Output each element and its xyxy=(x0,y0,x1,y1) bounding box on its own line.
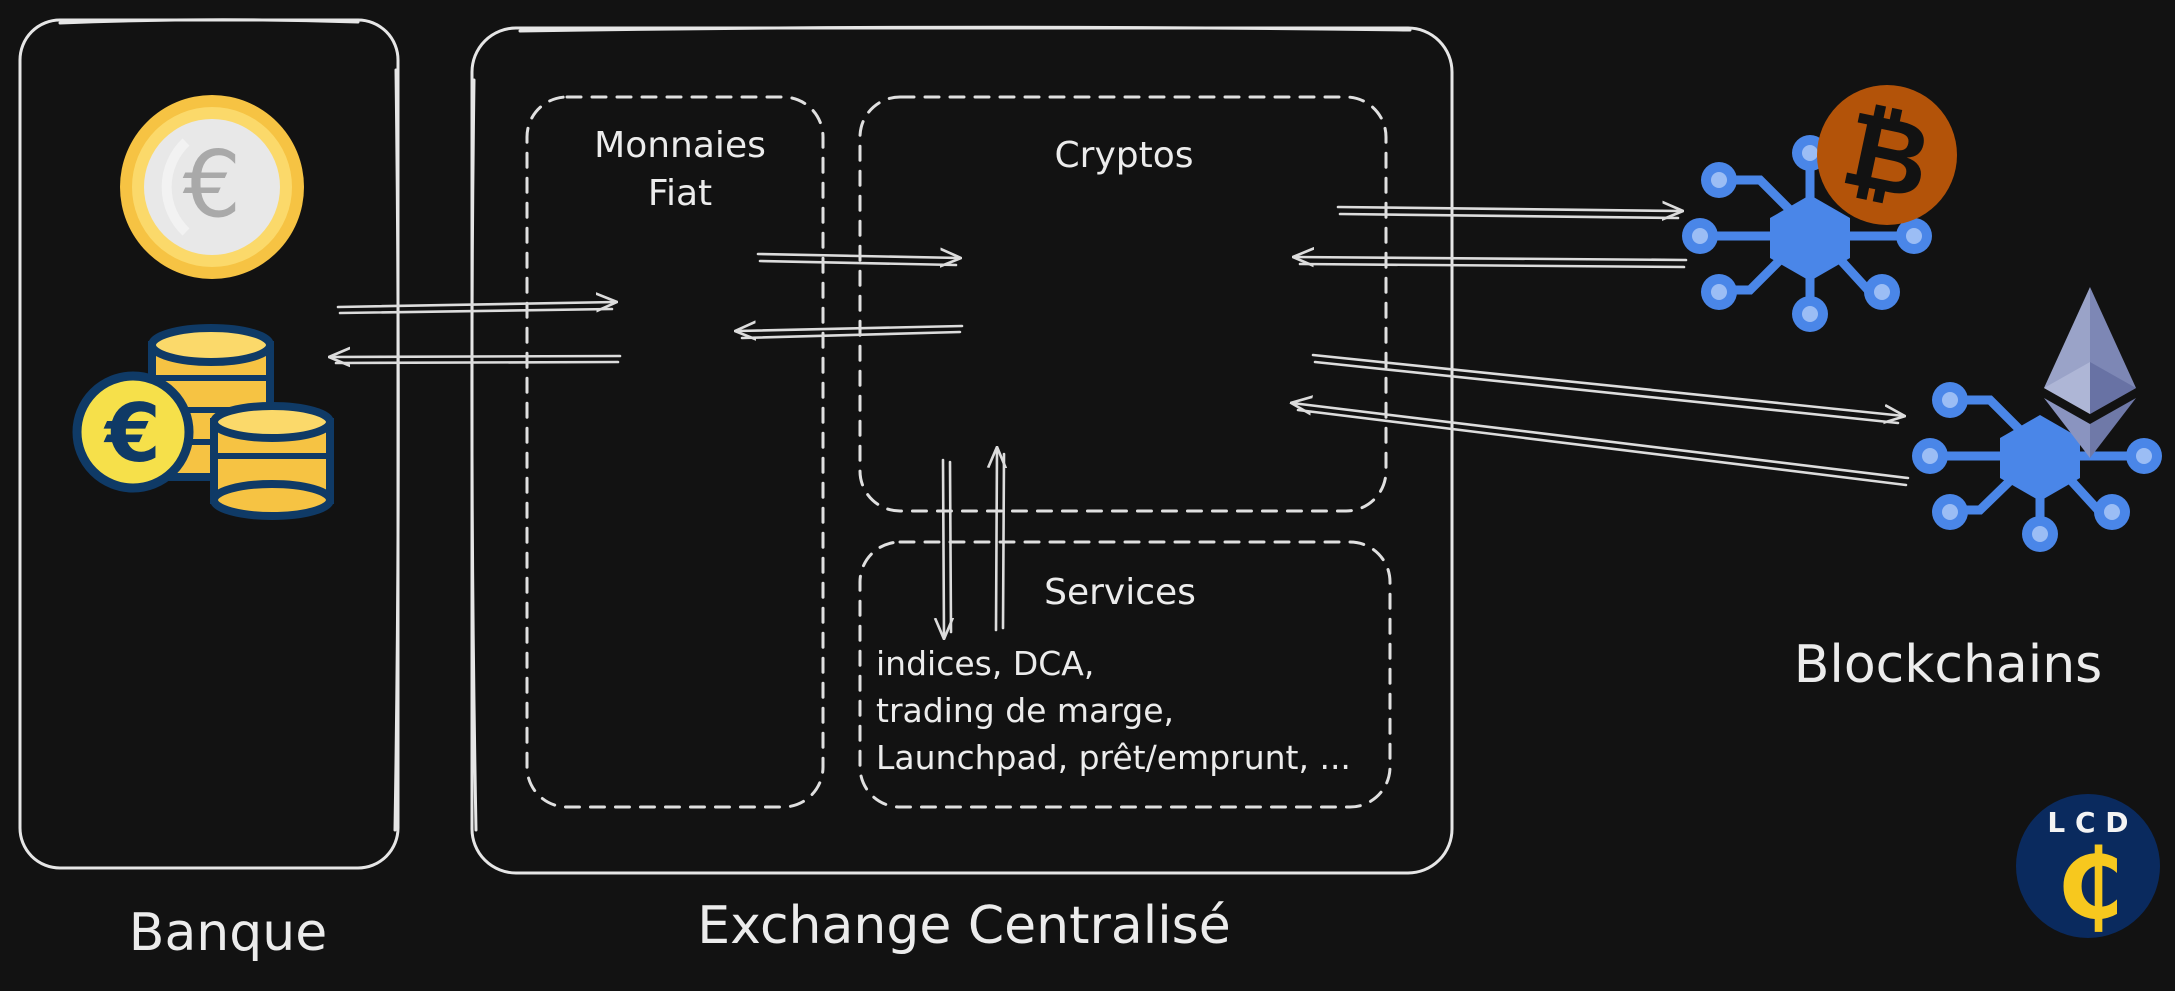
fiat-box xyxy=(525,95,825,809)
blockchain-network-icon xyxy=(1682,135,1932,332)
arrow-ethereum-to-cryptos xyxy=(1292,403,1910,487)
blockchain-network-icon xyxy=(1912,382,2162,552)
arrow-bank-to-fiat xyxy=(336,302,616,315)
fiat-label-line2: Fiat xyxy=(648,173,712,214)
services-line-2: trading de marge, xyxy=(876,691,1174,730)
ethereum-icon xyxy=(2044,287,2136,458)
arrow-fiat-to-bank xyxy=(330,356,622,363)
bank-box xyxy=(18,18,400,870)
arrow-cryptos-to-fiat xyxy=(736,326,964,338)
lcd-logo: L C D ₵ xyxy=(2016,794,2160,941)
blockchains-label: Blockchains xyxy=(1794,635,2103,695)
services-line-3: Launchpad, prêt/emprunt, ... xyxy=(876,738,1351,777)
arrow-cryptos-to-bitcoin xyxy=(1336,207,1682,218)
arrow-cryptos-to-services xyxy=(943,458,951,638)
fiat-label-line1: Monnaies xyxy=(594,125,766,166)
arrow-cryptos-to-ethereum xyxy=(1311,353,1904,425)
arrow-fiat-to-cryptos xyxy=(756,254,960,265)
cryptos-box xyxy=(858,95,1388,513)
svg-text:€: € xyxy=(103,387,161,480)
lcd-logo-letters: L C D xyxy=(2047,806,2128,839)
euro-coin-stack-icon: € xyxy=(72,324,334,520)
arrow-services-to-cryptos xyxy=(996,448,1004,632)
euro-coin-icon: € xyxy=(120,95,304,279)
arrow-bitcoin-to-cryptos xyxy=(1294,257,1688,269)
exchange-label: Exchange Centralisé xyxy=(697,896,1230,956)
bank-label: Banque xyxy=(129,903,327,963)
lcd-logo-symbol: ₵ xyxy=(2057,829,2124,941)
bitcoin-icon: ₿ xyxy=(1817,85,1957,225)
svg-text:€: € xyxy=(183,131,242,238)
exchange-box xyxy=(470,25,1454,875)
services-label: Services xyxy=(1044,572,1196,613)
cryptos-label: Cryptos xyxy=(1055,135,1194,176)
services-box xyxy=(858,540,1392,809)
services-line-1: indices, DCA, xyxy=(876,644,1094,683)
